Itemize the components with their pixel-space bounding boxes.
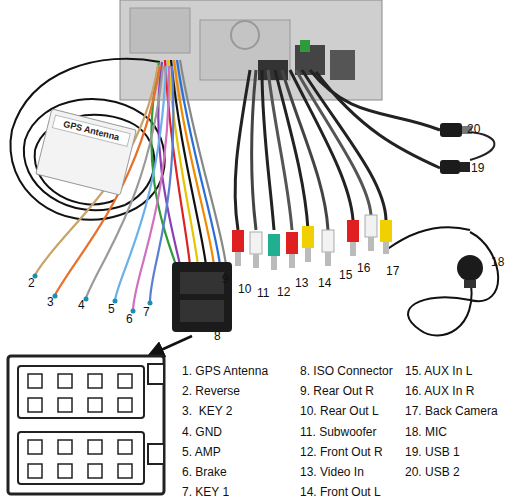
callout-number: 12	[277, 286, 290, 298]
key-entry: 16. AUX In R	[405, 385, 474, 397]
callout-number: 14	[318, 277, 331, 289]
node-title: GPS Antenna	[52, 114, 131, 146]
callout-number: 8	[214, 330, 221, 342]
callout-number: 15	[339, 269, 352, 281]
callout-number: 3	[47, 296, 54, 308]
callout-number: 4	[78, 299, 85, 311]
callout-number: 20	[467, 123, 480, 135]
power-harness	[35, 60, 226, 310]
key-entry: 14. Front Out L	[300, 486, 381, 498]
key-entry: 5. AMP	[182, 446, 221, 458]
callout-number: 5	[108, 303, 115, 315]
callout-number: 18	[491, 256, 504, 268]
key-entry: 4. GND	[182, 426, 222, 438]
callout-number: 2	[28, 277, 35, 289]
key-entry: 13. Video In	[300, 466, 364, 478]
key-entry: 6. Brake	[182, 466, 227, 478]
callout-number: 11	[257, 287, 269, 299]
callout-number: 7	[143, 306, 150, 318]
iso-plug	[172, 262, 232, 332]
antenna-module: GPS Antenna	[35, 108, 137, 195]
callout-number: 10	[238, 283, 251, 295]
key-entry: 1. GPS Antenna	[182, 365, 268, 377]
pointer-arrow	[150, 336, 192, 355]
key-entry: 2. Reverse	[182, 385, 240, 397]
key-entry: 10. Rear Out L	[300, 405, 379, 417]
key-entry: 18. MIC	[405, 426, 447, 438]
key-entry: 12. Front Out R	[300, 446, 383, 458]
rca-harness	[235, 70, 494, 250]
wire-ends	[33, 274, 153, 314]
callout-number: 13	[295, 277, 308, 289]
callout-number: 17	[386, 265, 399, 277]
key-entry: 3. KEY 2	[182, 405, 232, 417]
iso-connector-face	[8, 356, 164, 494]
callout-number: 9	[222, 273, 229, 285]
key-entry: 19. USB 1	[405, 446, 460, 458]
key-entry: 8. ISO Connector	[300, 365, 393, 377]
key-entry: 7. KEY 1	[182, 486, 229, 498]
key-entry: 11. Subwoofer	[300, 426, 377, 438]
microphone	[408, 232, 498, 336]
key-entry: 9. Rear Out R	[300, 385, 374, 397]
callout-number: 6	[126, 313, 133, 325]
callout-number: 16	[357, 262, 370, 274]
key-entry: 20. USB 2	[405, 466, 460, 478]
key-entry: 17. Back Camera	[405, 405, 498, 417]
key-entry: 15. AUX In L	[405, 365, 472, 377]
callout-number: 19	[471, 162, 484, 174]
